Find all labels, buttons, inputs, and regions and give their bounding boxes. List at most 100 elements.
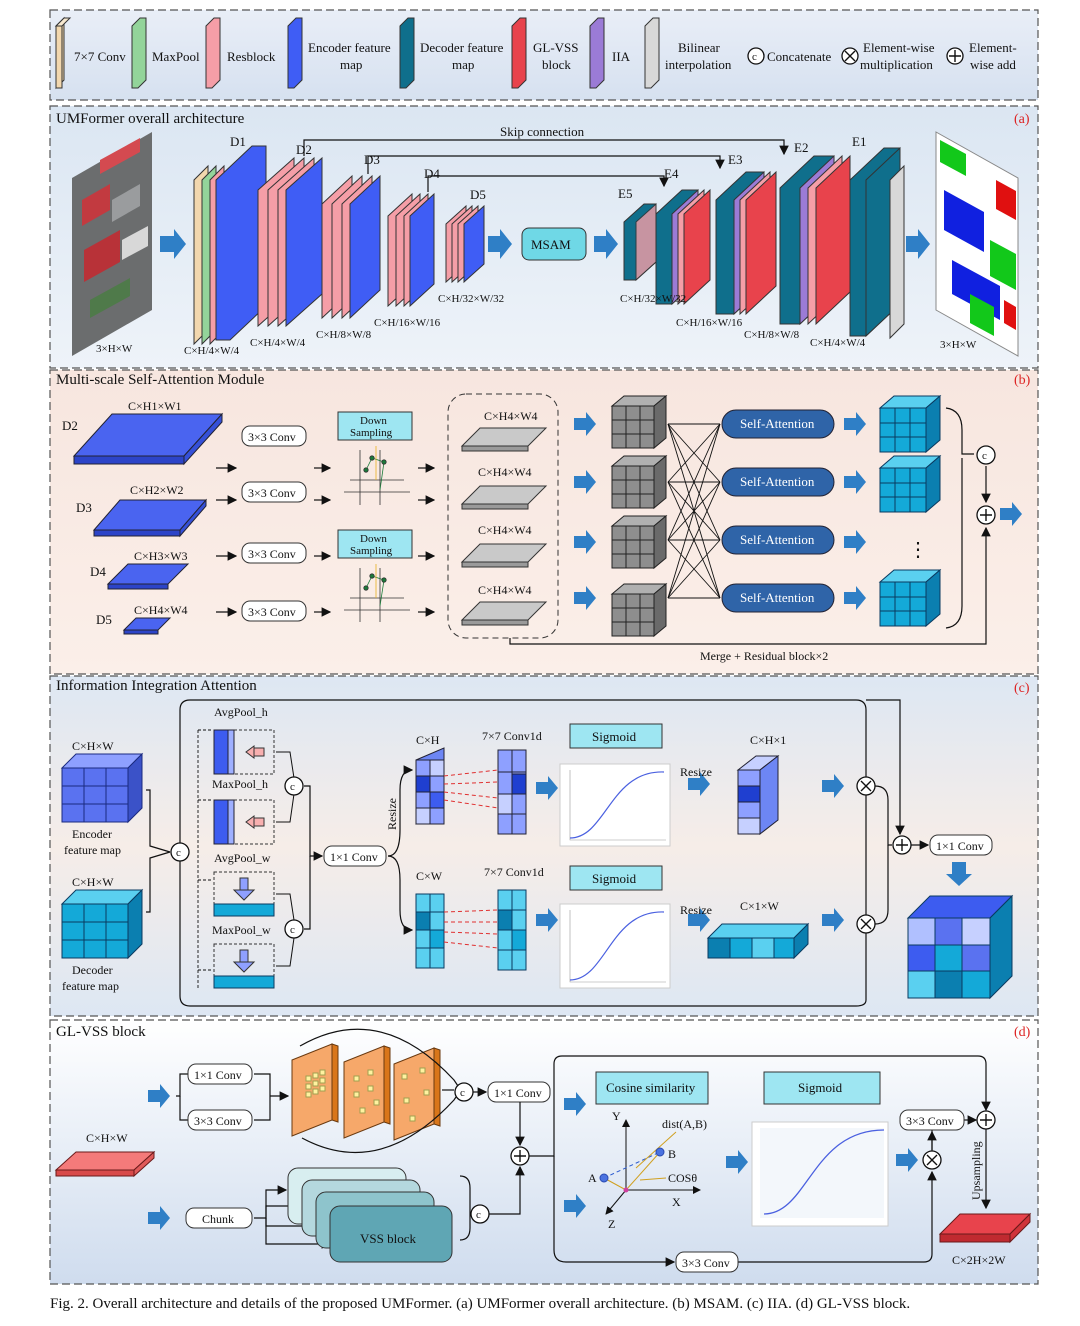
iia-sigmoid-box-2: Sigmoid	[569, 865, 663, 891]
legend-bilinear-label-2: interpolation	[665, 57, 732, 72]
input-aerial-image	[72, 132, 152, 356]
svg-text:Sigmoid: Sigmoid	[592, 729, 637, 744]
flow-arrows-c	[536, 772, 972, 932]
downsampling-diagram-1	[344, 446, 410, 505]
glvss-sigmoid-plot	[751, 1121, 889, 1227]
attention-crossing-lines	[667, 423, 721, 599]
svg-text:1×1 Conv: 1×1 Conv	[494, 1086, 542, 1100]
c1w-row	[706, 922, 810, 960]
svg-text:3×3 Conv: 3×3 Conv	[682, 1256, 730, 1270]
iia-input-lines	[146, 789, 171, 913]
legend-maxpool-label: MaxPool	[152, 49, 200, 64]
svg-text:3×3 Conv: 3×3 Conv	[194, 1114, 242, 1128]
svg-text:c: c	[176, 847, 181, 859]
dim-d4: C×H/16×W/16	[374, 317, 441, 329]
avgpool-w-label: AvgPool_w	[214, 851, 271, 865]
attn-cube-ellipsis: ⋮	[908, 539, 928, 561]
gray-size-4: C×H4×W4	[478, 583, 532, 597]
skip-connections	[303, 139, 789, 192]
axis-z: Z	[608, 1217, 615, 1231]
legend-resblock-label: Resblock	[227, 49, 276, 64]
panel-c-tag: (c)	[1014, 681, 1030, 696]
orange-feature-map-2	[343, 1045, 391, 1139]
skip-connection-label: Skip connection	[500, 124, 585, 139]
iia-dec-size: C×H×W	[72, 875, 114, 889]
encoder-stack-d5	[445, 204, 485, 284]
dim-e4: C×H/16×W/16	[676, 317, 743, 329]
glvss-conv1-box: 1×1 Conv	[187, 1063, 253, 1085]
flow-arrows-a	[160, 229, 930, 259]
gray-cube-2	[610, 454, 668, 510]
legend-glvss-label-1: GL-VSS	[533, 40, 579, 55]
self-attention-box-3: Self-Attention	[721, 525, 835, 555]
avgpool-h-label: AvgPool_h	[214, 705, 268, 719]
cw-grid	[415, 893, 445, 969]
conv1d-grid-1	[497, 749, 527, 835]
panel-d-tag: (d)	[1014, 1025, 1031, 1040]
legend-iia-swatch	[589, 17, 605, 89]
c1w-label: C×1×W	[740, 899, 780, 913]
panel-a: UMFormer overall architecture (a) 3×H×W …	[49, 105, 1039, 369]
decoder-stack-e5	[623, 202, 657, 282]
glvss-add-1	[510, 1146, 530, 1166]
panel-a-tag: (a)	[1014, 112, 1030, 127]
point-a: A	[588, 1171, 597, 1185]
svg-text:Self-Attention: Self-Attention	[740, 474, 815, 489]
self-attention-box-2: Self-Attention	[721, 467, 835, 497]
glvss-conv1-out: 1×1 Conv	[487, 1081, 551, 1103]
attn-cube-3	[878, 568, 942, 628]
conv-arrows-b	[216, 463, 436, 617]
point-b: B	[668, 1147, 676, 1161]
label-b-d5: D5	[96, 612, 112, 627]
pool-h-concat: c	[276, 751, 304, 823]
avgpool-h-cube	[213, 729, 275, 775]
label-e2: E2	[794, 140, 808, 155]
svg-text:3×3 Conv: 3×3 Conv	[248, 486, 296, 500]
svg-text:3×3 Conv: 3×3 Conv	[906, 1114, 954, 1128]
label-d4: D4	[424, 166, 440, 181]
conv3-box-1: 3×3 Conv	[241, 425, 307, 447]
conv1d-dashes-2	[443, 909, 499, 949]
pooling-lines	[197, 729, 212, 990]
gray-size-2: C×H4×W4	[478, 465, 532, 479]
vss-block-stack	[287, 1167, 453, 1263]
legend-resblock-swatch	[205, 17, 221, 89]
cosine-diagram	[599, 1119, 701, 1215]
label-b-d3: D3	[76, 500, 92, 515]
maxpool-w-label: MaxPool_w	[212, 923, 271, 937]
orange-feature-map-3	[393, 1047, 441, 1141]
svg-text:1×1 Conv: 1×1 Conv	[936, 839, 984, 853]
encoder-feature-cube	[60, 752, 144, 824]
legend-encoder-label-1: Encoder feature	[308, 40, 391, 55]
output-segmentation-map	[935, 131, 1019, 357]
legend-decoder-swatch	[399, 17, 415, 89]
decoder-stack-e4	[655, 188, 711, 306]
plate-d3	[92, 498, 208, 538]
ch-grid	[415, 747, 445, 825]
svg-text:1×1 Conv: 1×1 Conv	[194, 1068, 242, 1082]
dim-d2: C×H/4×W/4	[250, 337, 306, 349]
iia-dec-label-2: feature map	[62, 979, 119, 993]
svg-text:Cosine similarity: Cosine similarity	[606, 1080, 696, 1095]
legend-add-symbol	[946, 47, 964, 65]
legend: 7×7 Conv MaxPool Resblock Encoder featur…	[49, 9, 1039, 101]
panel-d: GL-VSS block (d) C×H×W 1×1 Conv 3×3 Conv	[49, 1019, 1039, 1285]
svg-text:Sigmoid: Sigmoid	[798, 1080, 843, 1095]
glvss-conv-lines	[254, 1073, 290, 1121]
legend-concat-label: Concatenate	[767, 49, 831, 64]
iia-conv1-box: 1×1 Conv	[323, 845, 387, 867]
cosine-similarity-box: Cosine similarity	[595, 1071, 709, 1105]
glvss-conv3-box: 3×3 Conv	[187, 1109, 253, 1131]
flow-arrows-b	[574, 412, 1022, 610]
legend-decoder-label-1: Decoder feature	[420, 40, 504, 55]
downsampling-diagram-2	[344, 564, 410, 622]
decoder-stack-e2	[779, 154, 851, 326]
dim-d1: C×H/4×W/4	[184, 345, 240, 357]
gray-cube-1	[610, 394, 668, 450]
label-b-d2: D2	[62, 418, 78, 433]
svg-text:3×3 Conv: 3×3 Conv	[248, 547, 296, 561]
cw-label: C×W	[416, 869, 443, 883]
size-d5: C×H4×W4	[134, 603, 188, 617]
vss-brace	[459, 1175, 471, 1241]
